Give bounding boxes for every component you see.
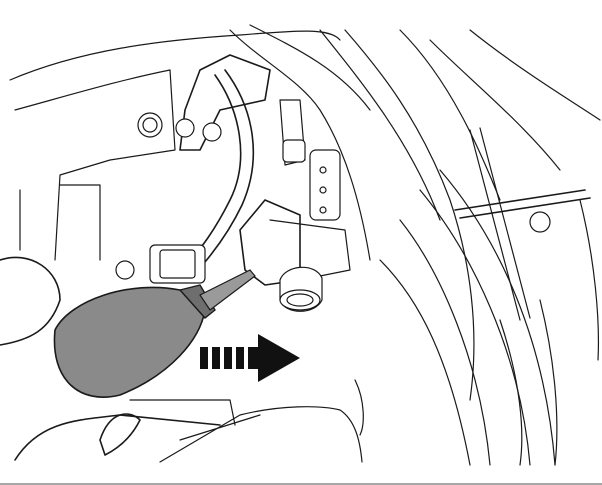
torx-bolt-icon (175, 118, 195, 138)
torx-bolt-icon (202, 122, 222, 142)
mounting-bracket (137, 54, 271, 151)
hand (0, 256, 236, 461)
wiring-harness (189, 69, 341, 263)
cable-ties (454, 127, 591, 321)
sensor-assembly (115, 199, 351, 312)
engine-outline (9, 24, 601, 466)
suction-bulb-tool (53, 269, 256, 398)
direction-arrow-icon (200, 334, 300, 382)
bottom-divider (0, 483, 602, 485)
lower-panel (159, 379, 364, 463)
